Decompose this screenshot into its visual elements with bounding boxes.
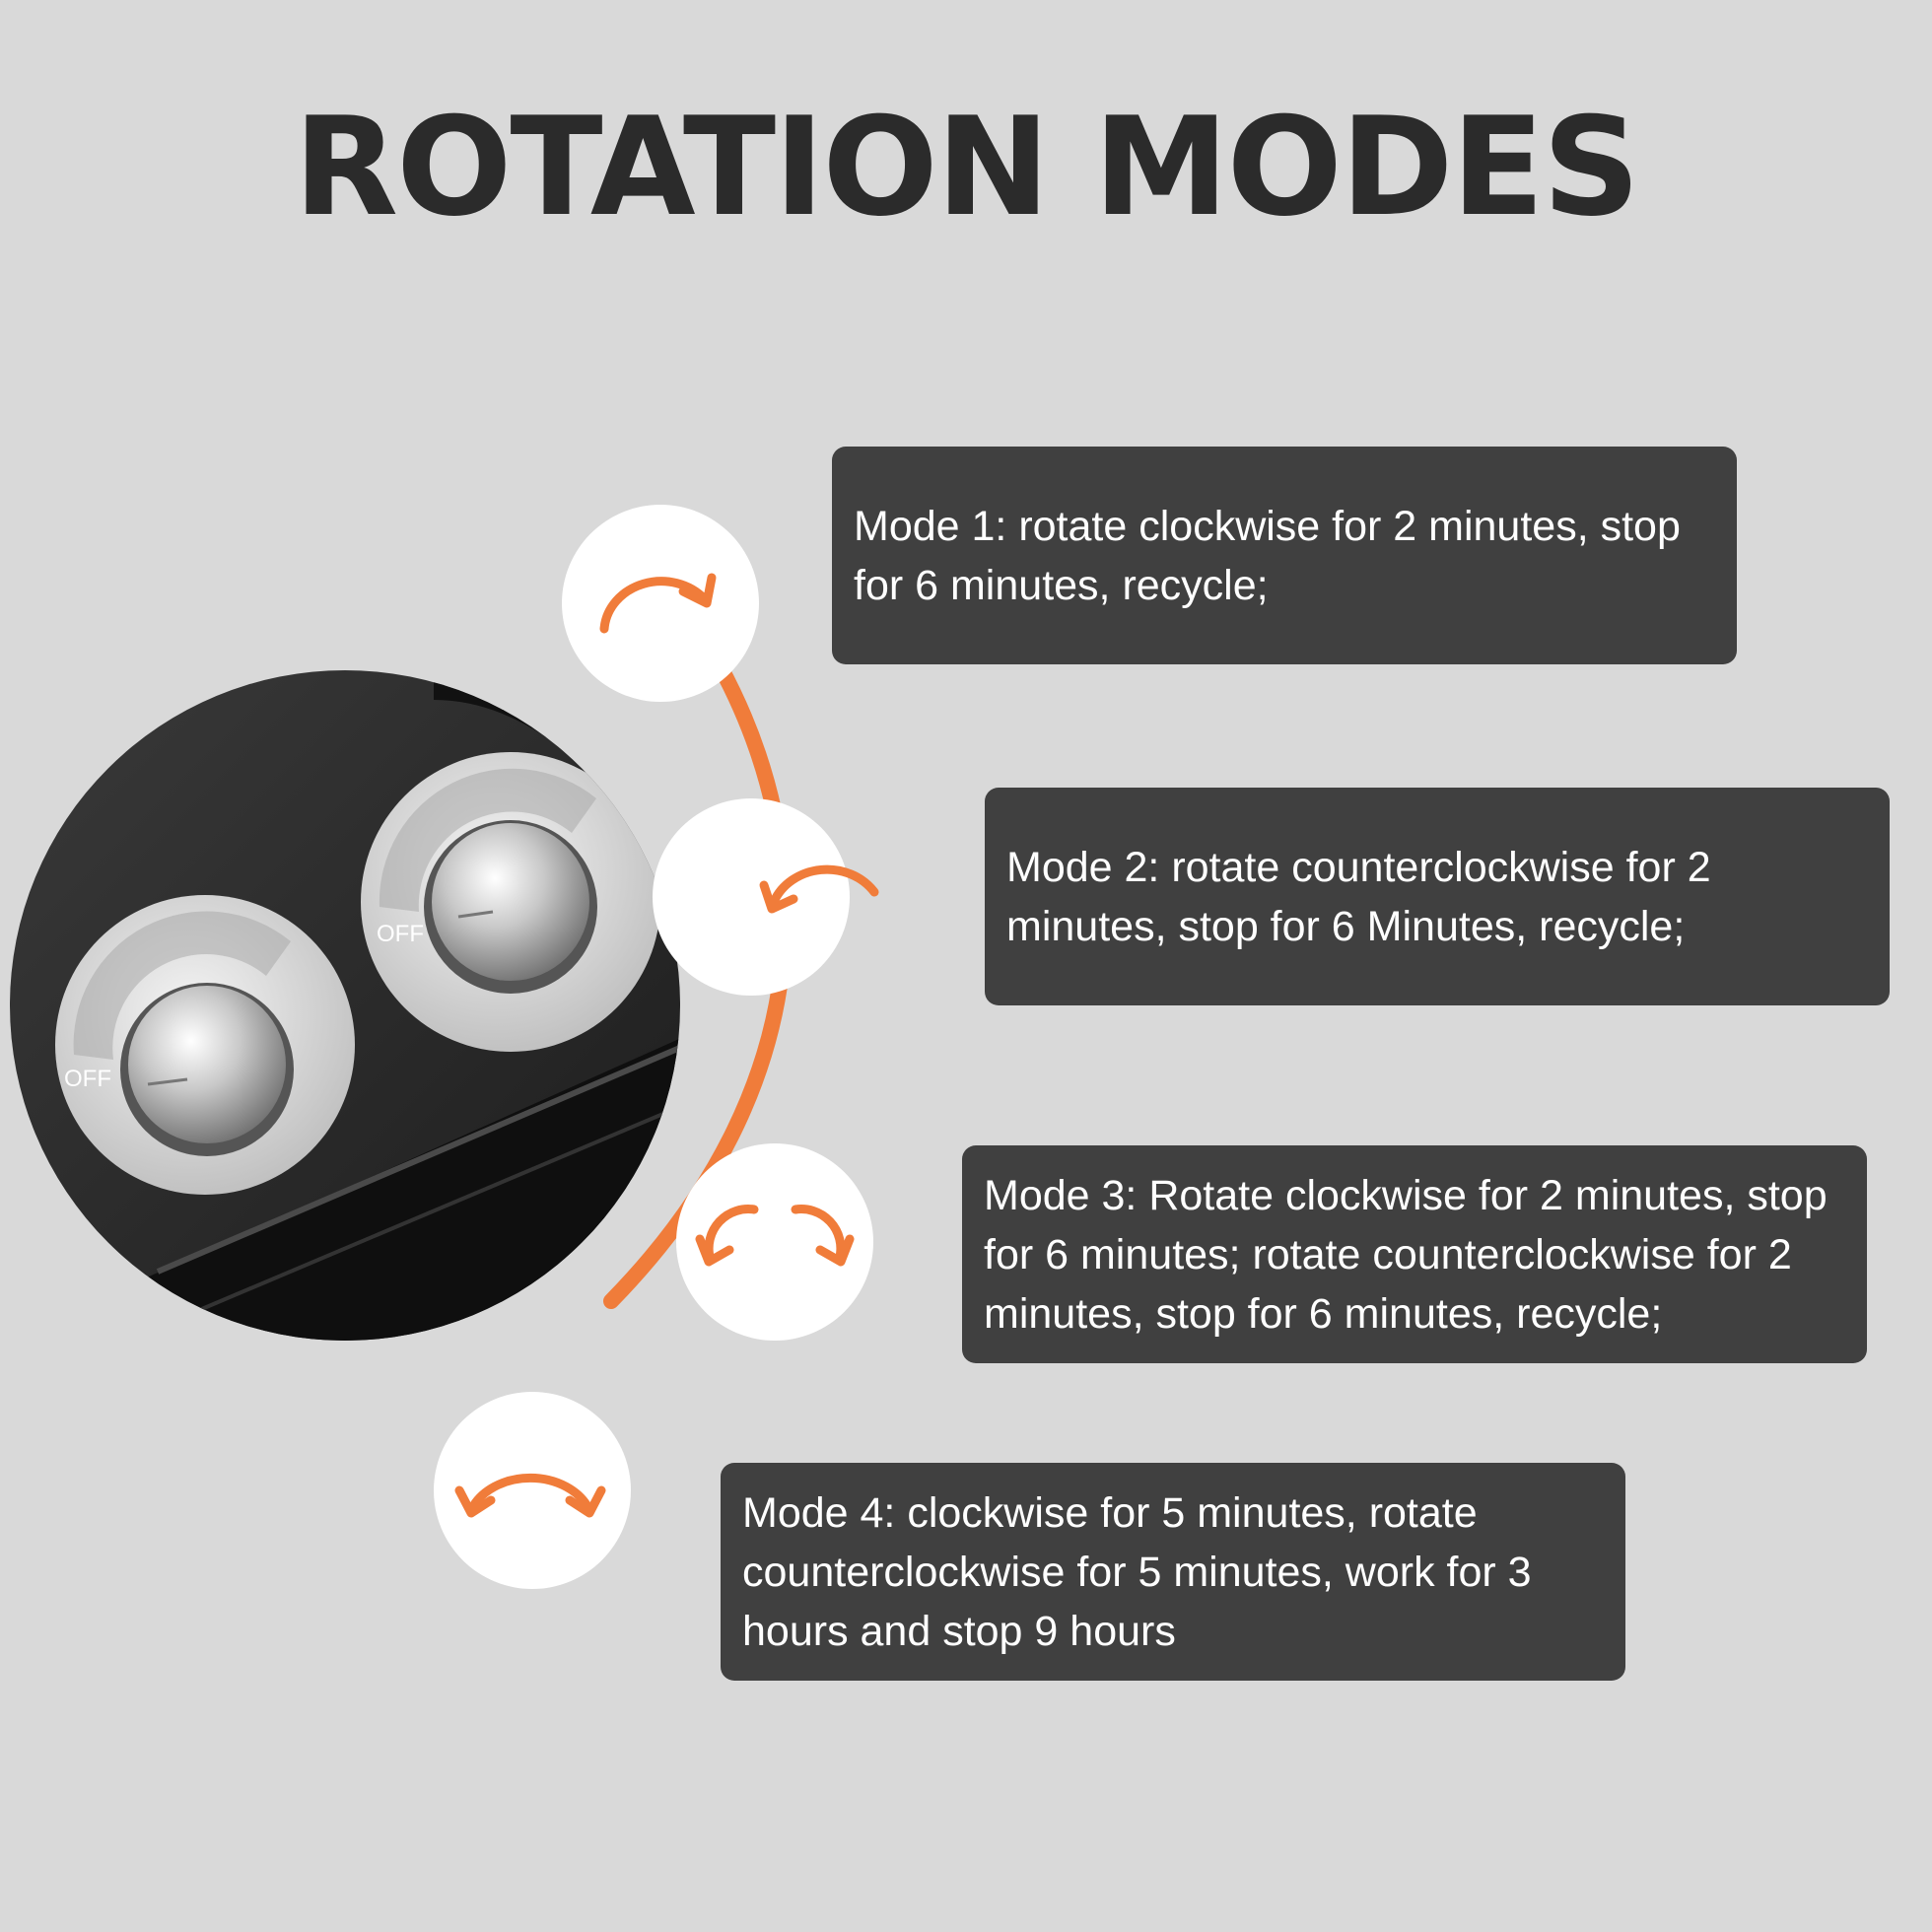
mode-3-description: Mode 3: Rotate clockwise for 2 minutes, … — [962, 1145, 1867, 1363]
right-knob-off-label: OFF — [377, 921, 424, 947]
right-mode-knob: OFF — [361, 752, 660, 1052]
left-mode-knob: OFF — [55, 895, 355, 1195]
product-photo: OFF OFF — [10, 670, 680, 1341]
mode-2-description: Mode 2: rotate counterclockwise for 2 mi… — [985, 788, 1890, 1005]
page-title: ROTATION MODES — [293, 88, 1640, 246]
clockwise-arrow-icon — [599, 573, 717, 634]
mode-1-description: Mode 1: rotate clockwise for 2 minutes, … — [832, 447, 1737, 664]
left-knob-off-label: OFF — [64, 1066, 111, 1092]
mode-2-icon-circle — [653, 798, 879, 996]
mode-3-text: Mode 3: Rotate clockwise for 2 minutes, … — [984, 1171, 1828, 1338]
counterclockwise-arrow-icon — [759, 864, 879, 914]
bidirectional-arc-icon — [454, 1473, 606, 1518]
mode-1-icon-circle — [562, 505, 759, 702]
mode-4-icon-circle — [434, 1392, 631, 1589]
alternating-arrows-icon — [695, 1205, 855, 1267]
mode-1-text: Mode 1: rotate clockwise for 2 minutes, … — [854, 502, 1681, 609]
mode-3-icon-circle — [676, 1143, 873, 1341]
mode-4-description: Mode 4: clockwise for 5 minutes, rotate … — [721, 1463, 1625, 1681]
mode-4-text: Mode 4: clockwise for 5 minutes, rotate … — [742, 1488, 1532, 1655]
mode-2-text: Mode 2: rotate counterclockwise for 2 mi… — [1006, 843, 1711, 950]
